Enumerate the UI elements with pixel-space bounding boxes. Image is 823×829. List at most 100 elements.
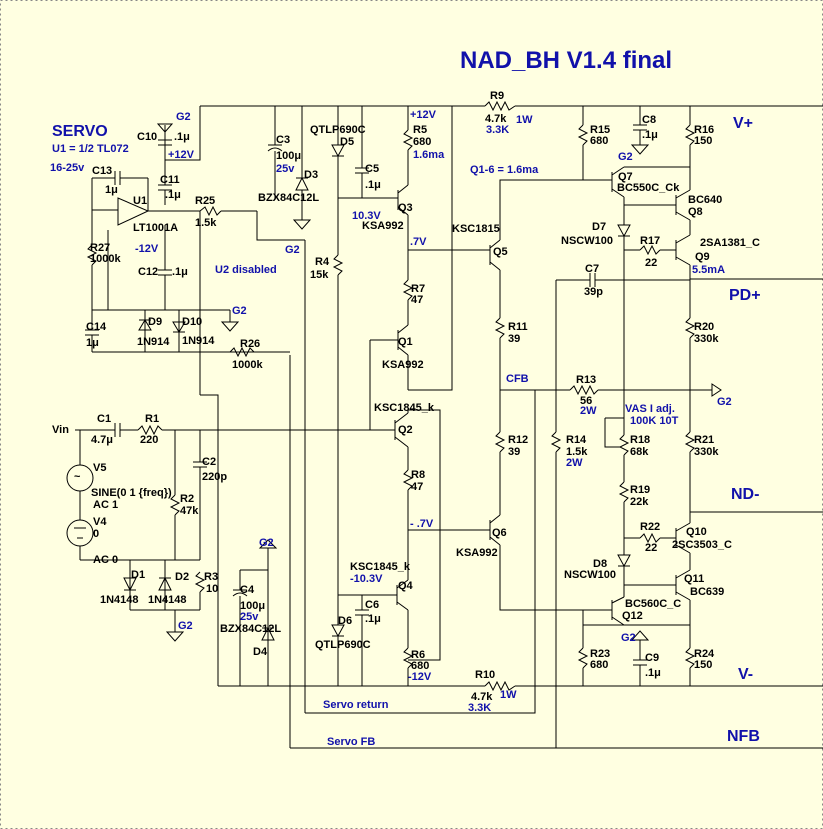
d3-value: BZX84C12L [258, 192, 319, 204]
q12-label: Q12 [622, 610, 643, 622]
q12-value: BC560C_C [625, 598, 681, 610]
c9-label: C9 [645, 652, 659, 664]
r27-label: R27 [90, 242, 110, 254]
rail-ndminus-label: ND- [731, 486, 759, 503]
r27-value: 1000k [90, 253, 121, 265]
q1-label: Q1 [398, 336, 413, 348]
d10-value: 1N914 [182, 335, 215, 347]
r22-label: R22 [640, 521, 660, 533]
q9-value: 2SA1381_C [700, 237, 760, 249]
r14-label: R14 [566, 434, 587, 446]
c8-value: .1μ [642, 129, 658, 141]
d5-value: QTLP690C [310, 124, 366, 136]
c3-value: 100μ [276, 150, 301, 162]
r4-value: 15k [310, 269, 329, 281]
r8-label: R8 [411, 469, 425, 481]
c6-label: C6 [365, 599, 379, 611]
r10-label: R10 [475, 669, 495, 681]
r13-power: 2W [580, 405, 597, 417]
r12-value: 39 [508, 446, 520, 458]
r18-label: R18 [630, 434, 650, 446]
i1-note: 1.6ma [413, 149, 445, 161]
r14-value: 1.5k [566, 446, 588, 458]
d6-value: QTLP690C [315, 639, 371, 651]
r17-label: R17 [640, 235, 660, 247]
r13-value: 56 [580, 395, 592, 407]
v3-note: - .7V [410, 518, 434, 530]
r17-value: 22 [645, 257, 657, 269]
q4-label: Q4 [398, 580, 414, 592]
c2-value: 220p [202, 471, 227, 483]
r6-value: 680 [411, 660, 429, 672]
r19-label: R19 [630, 484, 650, 496]
r12-label: R12 [508, 434, 528, 446]
c3-label: C3 [276, 134, 290, 146]
c4-voltage: 25v [240, 611, 259, 623]
r18-value: 68k [630, 446, 649, 458]
c3-voltage: 25v [276, 163, 295, 175]
r21-label: R21 [694, 434, 714, 446]
q7-label: Q7 [618, 171, 633, 183]
r2-label: R2 [180, 493, 194, 505]
q5-label: Q5 [493, 246, 508, 258]
r9-value: 4.7k [485, 113, 507, 125]
servo-fb-note: Servo FB [327, 736, 375, 748]
q6-label: Q6 [492, 527, 507, 539]
c4-value: 100μ [240, 600, 265, 612]
d7-value: NSCW100 [561, 235, 613, 247]
c14-value: 1μ [86, 337, 99, 349]
g2-label: G2 [285, 244, 300, 256]
r1-value: 220 [140, 434, 158, 446]
g2-label: G2 [178, 620, 193, 632]
q3-label: Q3 [398, 202, 413, 214]
v5-ac: AC 1 [93, 499, 118, 511]
q5-q6-cfb: Q1-6 = 1.6ma KSC1815 Q5 R11 39 CFB R12 3… [452, 164, 732, 748]
q4-value: KSC1845_k [350, 561, 411, 573]
c4-label: C4 [240, 584, 255, 596]
r5-label: R5 [413, 124, 427, 136]
d9-label: D9 [148, 316, 162, 328]
vas-adj-note: VAS I adj. [625, 403, 675, 415]
r3-value: 10 [206, 583, 218, 595]
d8-value: NSCW100 [564, 569, 616, 581]
c8-label: C8 [642, 114, 656, 126]
q-current-note: Q1-6 = 1.6ma [470, 164, 539, 176]
d9-value: 1N914 [137, 336, 170, 348]
r23-value: 680 [590, 659, 608, 671]
r23-label: R23 [590, 648, 610, 660]
servo-section: SERVO U1 = 1/2 TL072 16-25v +12V -12V U2… [50, 111, 305, 686]
q11-label: Q11 [684, 573, 704, 585]
c11-label: C11 [160, 174, 180, 186]
c7-label: C7 [585, 263, 599, 275]
minus12-note: -12V [408, 671, 432, 683]
servo-note: U1 = 1/2 TL072 [52, 143, 129, 155]
rail-vin-label: Vin [52, 424, 69, 436]
vas-pot-note: 100K 10T [630, 415, 679, 427]
rail-vminus-label: V- [738, 666, 753, 683]
c1-value: 4.7μ [91, 434, 113, 446]
c11-value: .1μ [165, 189, 181, 201]
r26-label: R26 [240, 338, 260, 350]
r14-power: 2W [566, 457, 583, 469]
r10-note: 3.3K [468, 702, 491, 714]
rail-nfb-label: NFB [727, 728, 760, 745]
r11-value: 39 [508, 333, 520, 345]
c7-value: 39p [584, 286, 603, 298]
i2-note: 5.5mA [692, 264, 725, 276]
c13-value: 1μ [105, 184, 118, 196]
q1-value: KSA992 [382, 359, 424, 371]
d1-value: 1N4148 [100, 594, 139, 606]
r9-label: R9 [490, 90, 504, 102]
q9-label: Q9 [695, 251, 710, 263]
r25-label: R25 [195, 195, 215, 207]
r7-value: 47 [411, 294, 423, 306]
q2-value: KSC1845_k [374, 402, 435, 414]
input-stack: C3 100μ 25v D3 BZX84C12L QTLP690C D5 R4 … [258, 106, 490, 686]
r2-value: 47k [180, 505, 199, 517]
r16-value: 150 [694, 135, 712, 147]
c5-label: C5 [365, 163, 379, 175]
r9-r10: R9 4.7k 1W 3.3K R10 4.7k 1W 3.3K Servo r… [323, 90, 533, 748]
servo-supply: 16-25v [50, 162, 85, 174]
c10-label: C10 [137, 131, 157, 143]
